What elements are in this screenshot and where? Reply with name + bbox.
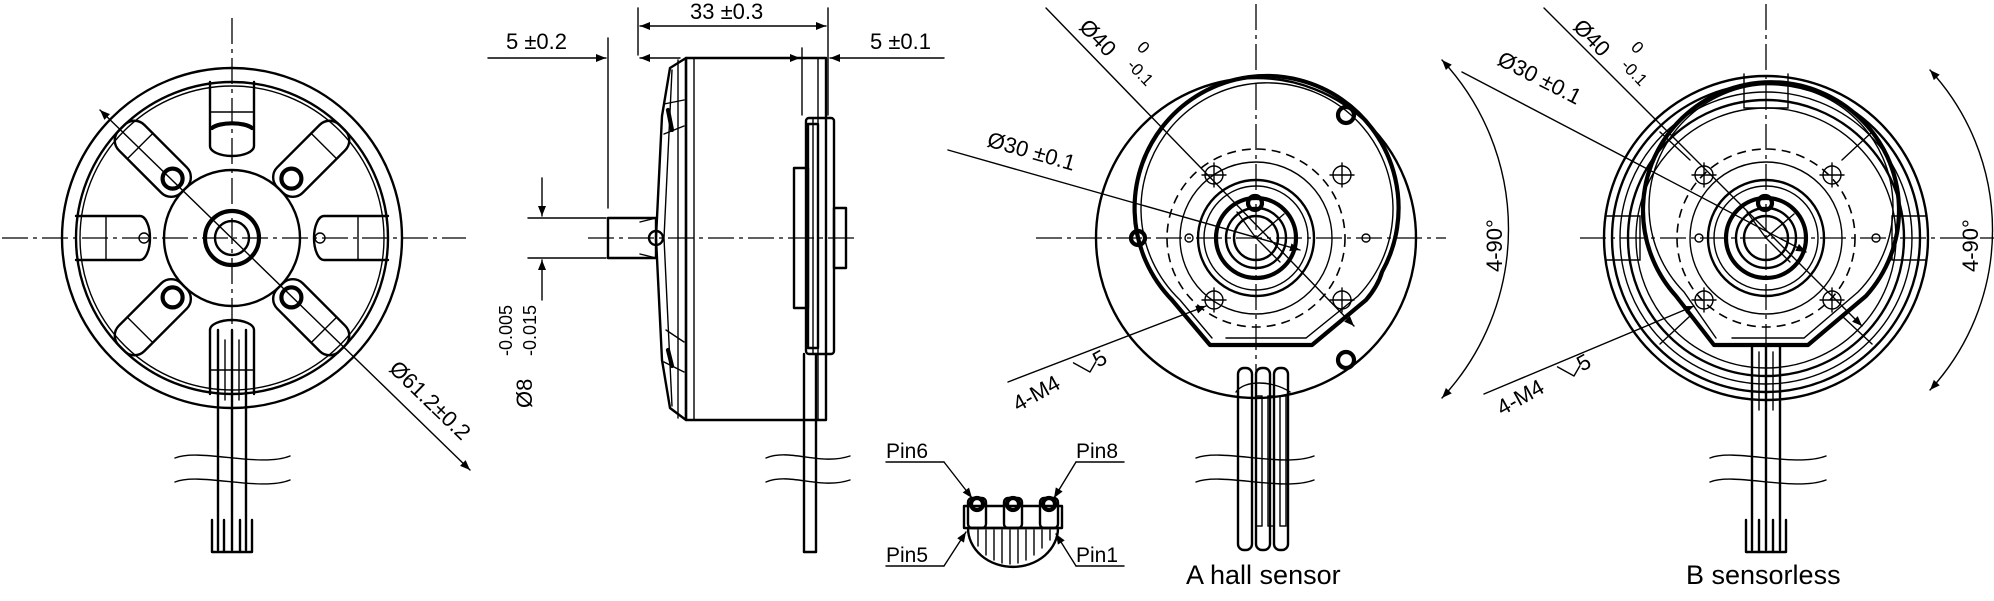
spoke-diagonal-sw — [113, 277, 193, 357]
hall-sensor-cable — [1195, 366, 1315, 552]
sensorless-inner-diameter: Ø30 ±0.1 — [1494, 46, 1586, 109]
hall-angle: 4-90° — [1482, 219, 1507, 272]
pin-label-6: Pin6 — [886, 440, 928, 463]
hall-outer-diameter-dim: Ø40 0 -0.1 — [1045, 7, 1355, 327]
sensorless-outer-diameter-dim: Ø40 0 -0.1 — [1543, 7, 1863, 327]
hall-inner-diameter-dim: Ø30 ±0.1 — [947, 127, 1301, 252]
sensorless-wires — [1709, 343, 1827, 554]
hall-holes-dim: 4-M4 5 — [1007, 305, 1207, 416]
hall-inner-diameter: Ø30 ±0.1 — [985, 127, 1079, 176]
sensorless-holes: 4-M4 — [1492, 374, 1548, 420]
side-view: 33 ±0.3 5 ±0.2 5 ±0.1 Ø8 -0.005 -0.015 — [487, 0, 945, 554]
dimension-right-offset: 5 ±0.1 — [765, 29, 945, 62]
dimension-left-offset: 5 ±0.2 — [487, 29, 681, 62]
shaft-diameter-label: Ø8 — [512, 379, 537, 408]
left-offset-label: 5 ±0.2 — [506, 29, 567, 54]
pin-label-1: Pin1 — [1076, 544, 1118, 567]
hall-holes: 4-M4 — [1008, 370, 1064, 416]
sensorless-angle: 4-90° — [1958, 219, 1983, 272]
shaft-tol-upper: -0.005 — [496, 305, 516, 356]
hall-angle-dim: 4-90° — [1441, 59, 1510, 399]
pin-label-8: Pin8 — [1076, 440, 1118, 463]
dimension-length: 33 ±0.3 — [639, 0, 827, 30]
shaft-tol-lower: -0.015 — [520, 305, 540, 356]
hall-outer-diameter: Ø40 — [1074, 14, 1121, 61]
view-sensorless: Ø40 0 -0.1 Ø30 ±0.1 4-90° 4-M4 5 B senso… — [1461, 4, 1994, 590]
length-label: 33 ±0.3 — [690, 0, 763, 24]
front-view: Ø61.2±0.2 — [2, 18, 476, 554]
hall-sensor-caption: A hall sensor — [1186, 560, 1341, 590]
spoke-diagonal-ne — [271, 119, 351, 199]
spoke-diagonal-nw — [113, 119, 193, 199]
pin-connector-detail: Pin6 Pin8 Pin5 Pin1 — [885, 440, 1125, 569]
lead-wires — [174, 328, 291, 554]
hall-outer-tol-upper: 0 — [1133, 38, 1153, 58]
pin-label-5: Pin5 — [886, 544, 928, 567]
sensorless-outer-tol-lower: -0.1 — [1617, 56, 1651, 90]
view-hall-sensor: Ø40 0 -0.1 Ø30 ±0.1 4-90° 4-M4 5 A hall … — [947, 4, 1510, 590]
sensorless-outer-diameter: Ø40 — [1568, 14, 1615, 61]
sensorless-angle-dim: 4-90° — [1929, 69, 1994, 391]
hall-outer-tol-lower: -0.1 — [1123, 56, 1157, 90]
dimension-shaft-diameter: Ø8 -0.005 -0.015 — [496, 177, 607, 408]
sensorless-outer-tol-upper: 0 — [1627, 38, 1647, 58]
sensorless-caption: B sensorless — [1686, 560, 1841, 590]
right-offset-label: 5 ±0.1 — [870, 29, 931, 54]
